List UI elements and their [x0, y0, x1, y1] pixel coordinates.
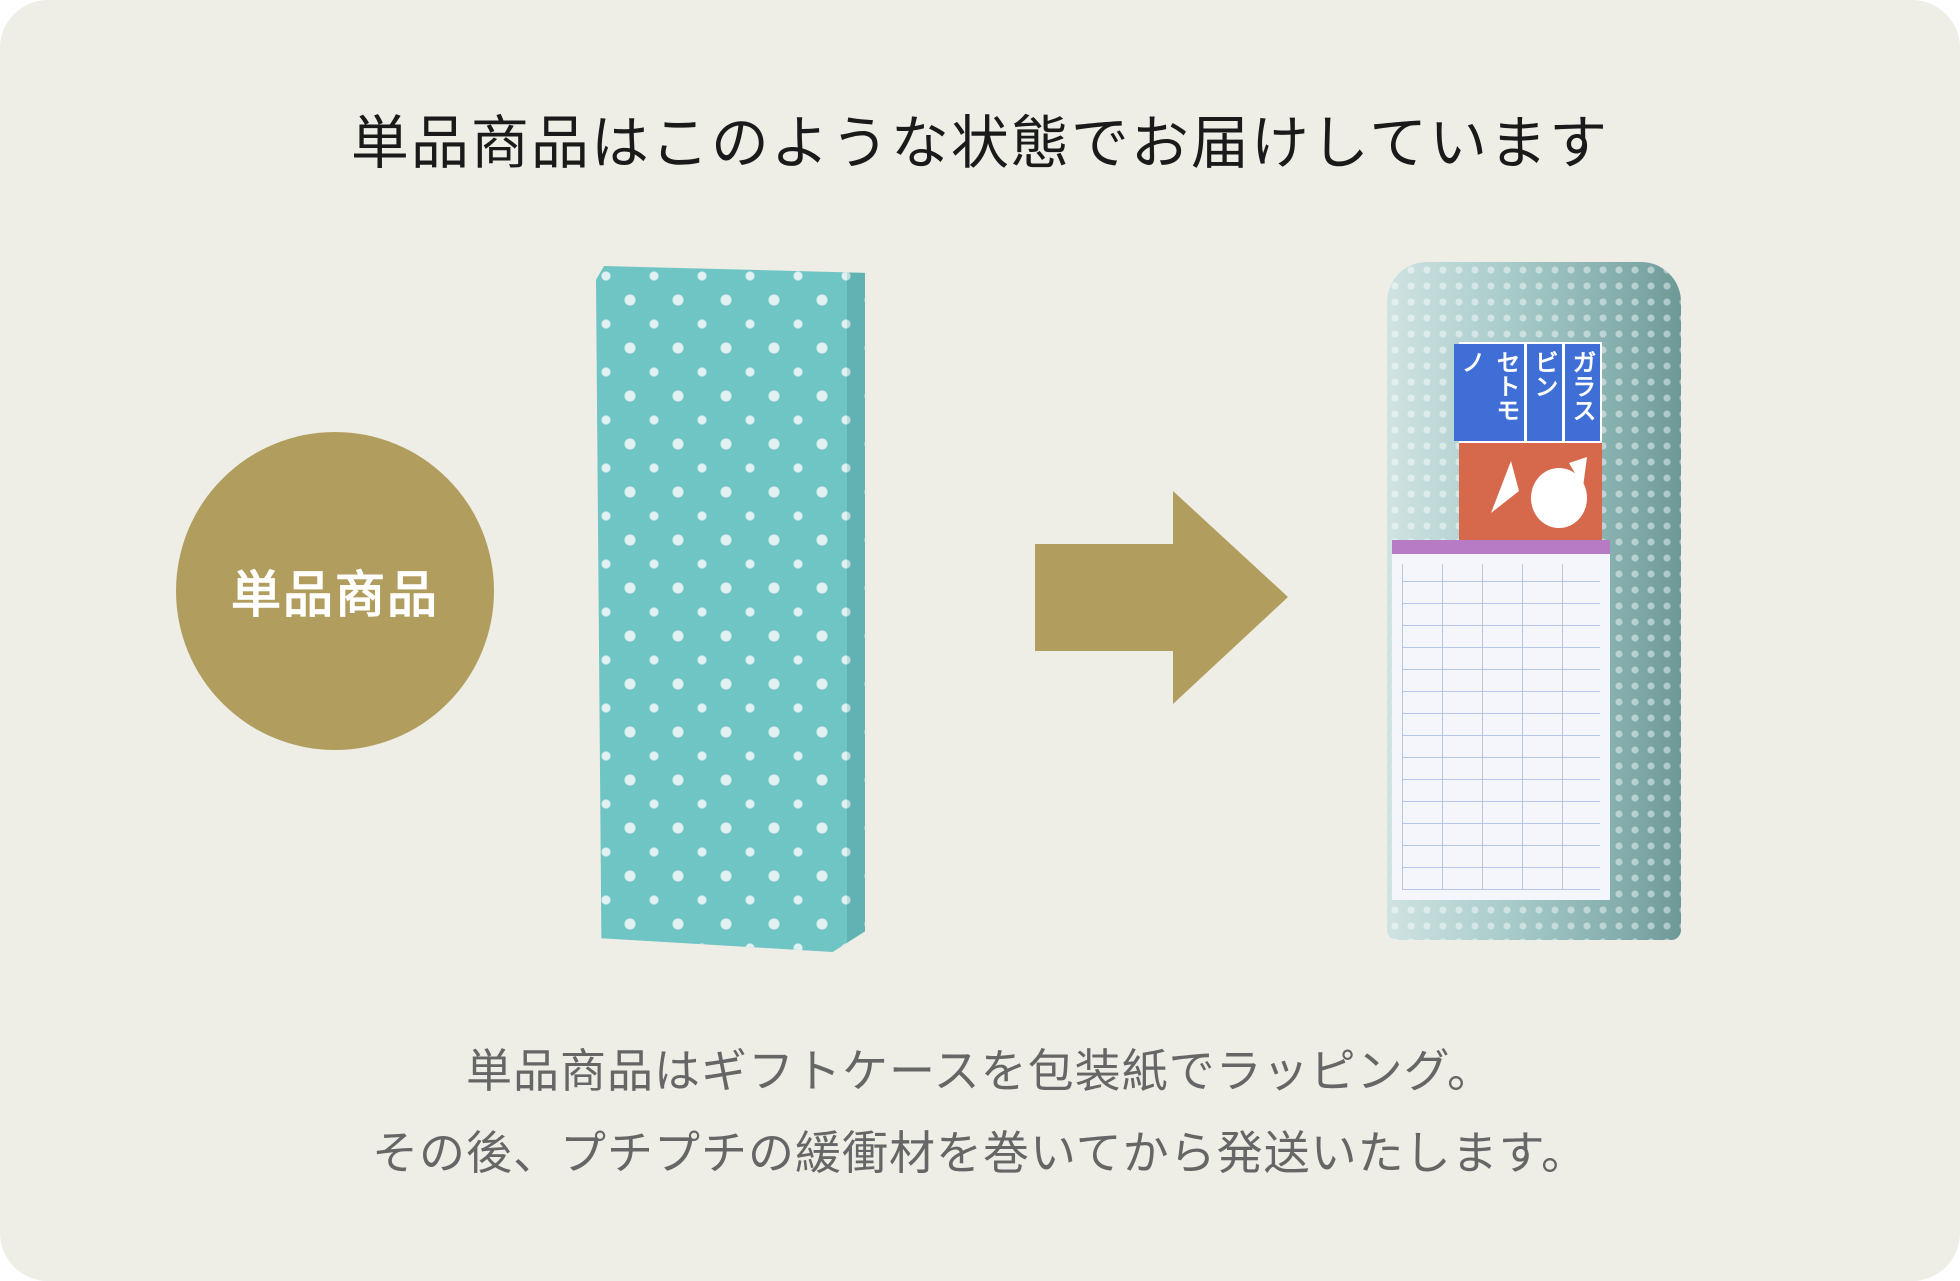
shipping-label — [1392, 540, 1610, 900]
bubble-wrapped-package-image: ガラス ビン セトモノ — [1387, 262, 1681, 940]
sticker-text: ビン — [1527, 344, 1562, 441]
broken-glass-icon — [1459, 443, 1602, 545]
arrow-right-icon — [1035, 491, 1288, 704]
wrapped-gift-box-image — [596, 266, 865, 952]
badge-label: 単品商品 — [231, 566, 439, 624]
fragile-sticker: ガラス ビン セトモノ — [1454, 342, 1602, 545]
page-title: 単品商品はこのような状態でお届けしています — [350, 109, 1610, 177]
single-item-badge: 単品商品 — [176, 432, 494, 750]
sticker-text: セトモノ — [1454, 344, 1524, 441]
caption-line-2: その後、プチプチの緩衝材を巻いてから発送いたします。 — [371, 1126, 1589, 1180]
sticker-text: ガラス — [1565, 344, 1600, 441]
caption-line-1: 単品商品はギフトケースを包装紙でラッピング。 — [465, 1044, 1495, 1098]
